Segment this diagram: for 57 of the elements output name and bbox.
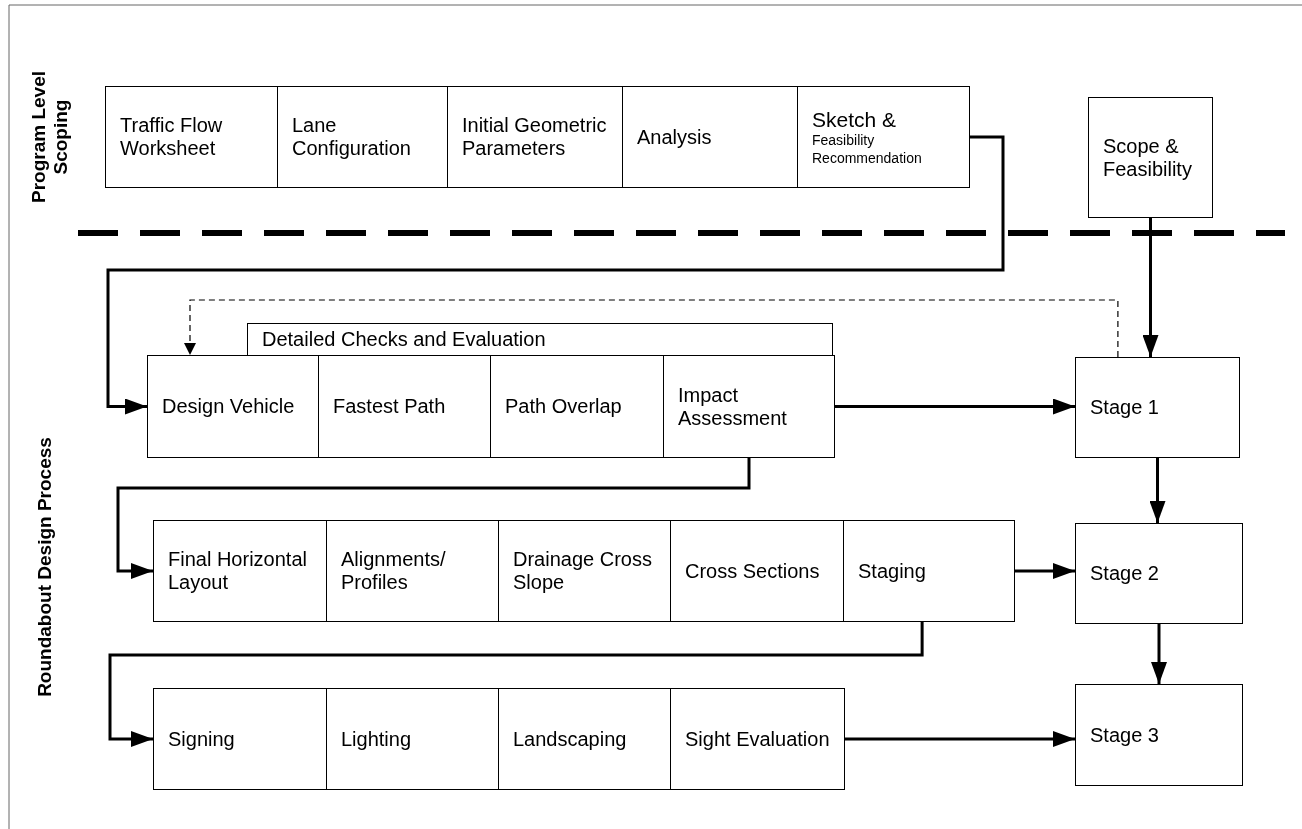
step-label: Signing xyxy=(168,727,236,751)
step-label: Lighting xyxy=(341,727,413,751)
arrow xyxy=(106,135,1005,415)
step-label: Sight Evaluation xyxy=(685,727,831,751)
process-box xyxy=(498,688,671,790)
process-box xyxy=(797,86,970,188)
stage-box xyxy=(1075,357,1240,458)
arrow xyxy=(1151,624,1167,684)
step-label: Traffic Flow Worksheet xyxy=(120,114,224,160)
process-box xyxy=(153,688,327,790)
process-box xyxy=(277,86,448,188)
process-box xyxy=(843,520,1015,622)
step-label: Stage 3 xyxy=(1090,723,1160,747)
step-label: Final Horizontal Layout xyxy=(168,548,308,594)
process-box xyxy=(447,86,623,188)
process-box xyxy=(663,355,835,458)
process-box xyxy=(153,520,327,622)
arrow xyxy=(835,398,1075,415)
step-label: Fastest Path xyxy=(333,395,447,418)
section-label: Roundabout Design Process xyxy=(34,436,56,699)
process-box xyxy=(326,520,499,622)
step-label: Stage 2 xyxy=(1090,562,1160,585)
stage-box xyxy=(1088,97,1213,218)
process-box xyxy=(147,355,319,458)
process-box xyxy=(670,520,844,622)
step-label: Path Overlap xyxy=(505,395,623,418)
step-label: Lane Configuration xyxy=(292,114,412,160)
step-label: Alignments/ Profiles xyxy=(341,548,447,594)
step-label: Landscaping xyxy=(513,727,628,751)
process-box xyxy=(105,86,278,188)
stage-box xyxy=(1075,684,1243,786)
arrow xyxy=(1149,458,1166,523)
step-label: Drainage Cross Slope xyxy=(513,548,653,594)
step-label: Initial Geometric Parameters xyxy=(462,114,608,160)
step-label: Feasibility Recommendation xyxy=(812,130,923,167)
feedback-arrow xyxy=(184,299,1119,358)
process-box xyxy=(670,688,845,790)
step-label: Analysis xyxy=(637,125,713,149)
arrow xyxy=(845,731,1075,747)
header-band xyxy=(247,323,833,356)
section-label: Program Level Scoping xyxy=(28,70,72,205)
process-box xyxy=(498,520,671,622)
step-label: Scope & Feasibility xyxy=(1103,134,1193,181)
arrow xyxy=(116,458,751,579)
arrow xyxy=(1015,563,1075,579)
process-box xyxy=(326,688,499,790)
step-label: Cross Sections xyxy=(685,559,821,583)
step-label: Sketch & xyxy=(812,107,898,131)
stage-box xyxy=(1075,523,1243,624)
step-label: Impact Assessment xyxy=(678,383,788,430)
step-label: Design Vehicle xyxy=(162,395,296,418)
arrow xyxy=(108,622,924,747)
process-box xyxy=(622,86,798,188)
step-label: Staging xyxy=(858,559,927,583)
arrow xyxy=(1142,218,1159,357)
step-label: Detailed Checks and Evaluation xyxy=(262,328,547,351)
step-label: Stage 1 xyxy=(1090,396,1160,419)
